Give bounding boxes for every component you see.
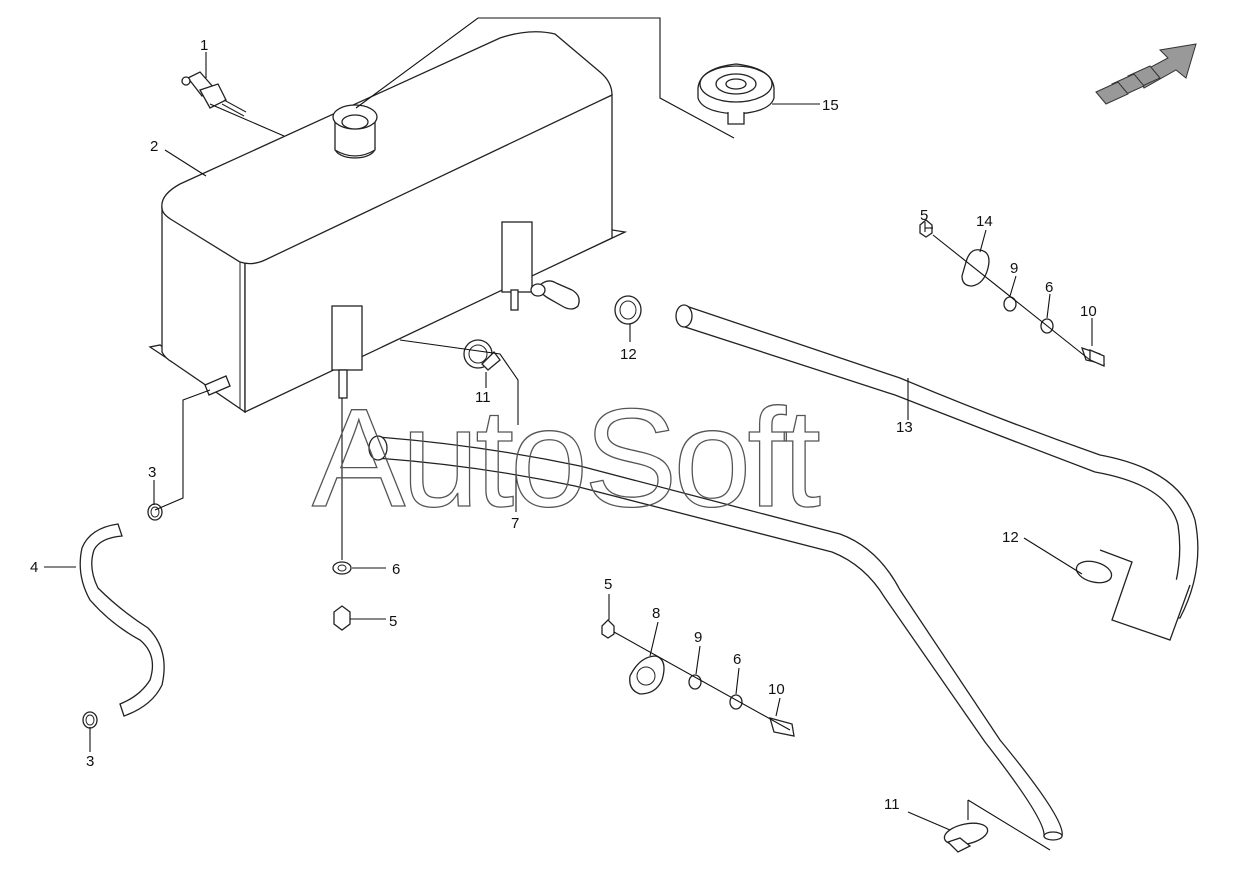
callout-8: 8 xyxy=(652,605,660,622)
callout-5-center: 5 xyxy=(389,613,397,630)
watermark-text: AutoSoft xyxy=(312,379,820,536)
callout-2: 2 xyxy=(150,138,158,155)
callout-10-upper-right: 10 xyxy=(1080,303,1097,320)
callout-5-upper-right: 5 xyxy=(920,207,928,224)
callout-3-upper: 3 xyxy=(148,464,156,481)
hose-7 xyxy=(368,435,1063,841)
callout-4: 4 xyxy=(30,559,38,576)
expansion-tank xyxy=(148,31,628,414)
callout-6-lower: 6 xyxy=(733,651,741,668)
callout-6-upper-right: 6 xyxy=(1045,279,1053,296)
callout-12-right: 12 xyxy=(1002,529,1019,546)
direction-arrow-icon xyxy=(1095,43,1197,105)
callout-7: 7 xyxy=(511,515,519,532)
temperature-sensor xyxy=(181,71,247,117)
callout-1: 1 xyxy=(200,37,208,54)
hose-4 xyxy=(79,523,165,717)
callout-9-upper-right: 9 xyxy=(1010,260,1018,277)
callout-12-upper: 12 xyxy=(620,346,637,363)
pressure-cap xyxy=(697,63,775,125)
callout-6-center: 6 xyxy=(392,561,400,578)
callout-11-lower: 11 xyxy=(884,796,900,813)
callout-5-lower: 5 xyxy=(604,576,612,593)
callout-10-lower: 10 xyxy=(768,681,785,698)
callout-13: 13 xyxy=(896,419,913,436)
callout-labels: 1 2 3 3 4 5 5 5 6 6 6 7 8 9 9 10 10 11 1… xyxy=(30,37,1097,813)
callout-11-upper: 11 xyxy=(475,389,491,406)
leader-lines xyxy=(44,17,1093,851)
callout-3-lower: 3 xyxy=(86,753,94,770)
callout-14: 14 xyxy=(976,213,993,230)
callout-15: 15 xyxy=(822,97,839,114)
hose-13 xyxy=(675,304,1199,619)
callout-9-lower: 9 xyxy=(694,629,702,646)
